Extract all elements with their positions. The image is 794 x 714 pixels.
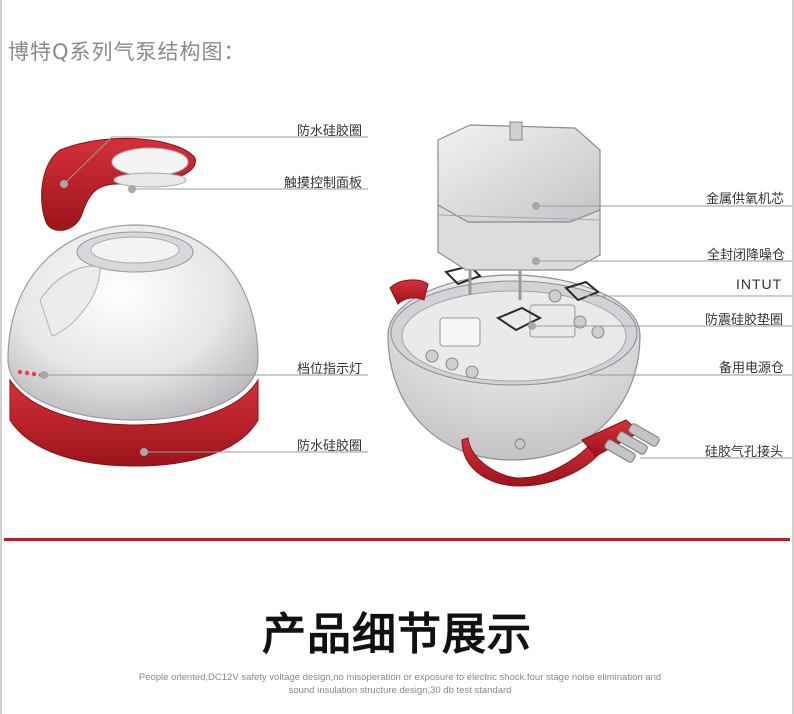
left-top-silicone-ring xyxy=(41,137,196,231)
right-air-nozzles xyxy=(604,423,660,463)
left-dome-body xyxy=(7,224,259,421)
right-bowl-housing xyxy=(387,274,641,461)
label-air-nozzle: 硅胶气孔接头 xyxy=(705,445,784,460)
label-shockproof-ring: 防震硅胶垫圈 xyxy=(705,313,784,328)
label-waterproof-ring-bottom: 防水硅胶圈 xyxy=(297,439,363,454)
left-touch-panel xyxy=(113,172,187,188)
label-touch-panel: 触摸控制面板 xyxy=(284,176,363,191)
subtitle-line-1: People oriented,DC12V safety voltage des… xyxy=(138,672,662,683)
subtitle: People oriented,DC12V safety voltage des… xyxy=(110,671,690,697)
left-bottom-silicone-ring xyxy=(9,378,259,467)
label-waterproof-ring-top: 防水硅胶圈 xyxy=(297,124,363,139)
label-sealed-chamber: 全封闭降噪仓 xyxy=(707,248,786,263)
section-divider xyxy=(4,538,790,541)
left-leader-lines xyxy=(44,136,368,453)
right-leader-lines xyxy=(532,205,792,459)
label-indicator-light: 档位指示灯 xyxy=(297,362,363,377)
label-battery-bay: 备用电源仓 xyxy=(719,361,785,376)
subtitle-line-2: sound insulation structure design,30 db … xyxy=(288,685,512,696)
right-red-handle xyxy=(389,279,429,305)
left-leader-dots xyxy=(40,180,148,456)
frame-right-border xyxy=(792,0,794,714)
label-metal-core: 金属供氧机芯 xyxy=(706,192,785,207)
right-leader-dots xyxy=(528,202,540,330)
headline: 产品细节展示 xyxy=(262,609,532,660)
frame-left-border xyxy=(0,0,2,714)
right-metal-core-box xyxy=(437,121,601,300)
label-intut: INTUT xyxy=(736,276,783,292)
page-title: 博特Q系列气泵结构图： xyxy=(8,40,246,64)
